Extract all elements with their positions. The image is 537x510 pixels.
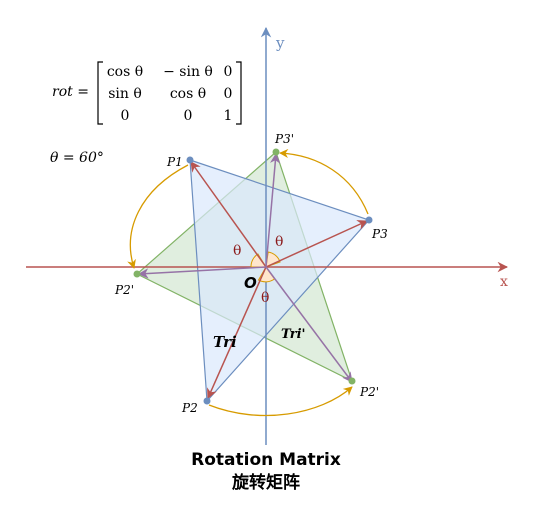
angle-wedge-2 <box>265 251 281 268</box>
matrix-left-bracket <box>97 61 103 125</box>
label-p1: P1 <box>166 155 183 169</box>
point-p2-rotated <box>348 377 356 385</box>
vector-p2-rotated <box>265 266 353 383</box>
label-p3-rotated: P3' <box>274 132 294 146</box>
vector-p2 <box>207 266 267 399</box>
rotation-arc-p3 <box>279 148 369 215</box>
vector-p3-rotated <box>265 152 281 268</box>
angle-wedge-1 <box>250 253 267 268</box>
rotation-arc-p2 <box>208 386 353 417</box>
y-axis-label: y <box>275 34 285 52</box>
caption-title: Rotation Matrix <box>191 450 341 470</box>
origin-label: O <box>244 274 257 292</box>
x-axis-label: x <box>500 274 508 290</box>
vector-p1 <box>190 161 267 268</box>
point-p2 <box>203 397 211 405</box>
matrix-cell: 0 <box>121 108 130 124</box>
formula-lhs: rot = <box>52 84 89 100</box>
matrix-cell: sin θ <box>108 86 142 102</box>
theta-equation: θ = 60° <box>50 150 104 166</box>
matrix-cell: − sin θ <box>163 64 213 80</box>
original-triangle <box>189 159 371 403</box>
angle-label-theta: θ <box>261 290 269 306</box>
point-p1 <box>186 156 194 164</box>
label-p3: P3 <box>371 227 388 241</box>
triangle-label: Tri <box>213 333 237 351</box>
label-p2-rotated: P2' <box>359 385 379 399</box>
matrix-cell: cos θ <box>170 86 206 102</box>
angle-label-theta: θ <box>275 234 283 250</box>
vector-p1-rotated <box>137 266 267 279</box>
angle-label-theta: θ <box>233 243 241 259</box>
matrix-cell: cos θ <box>107 64 143 80</box>
matrix-right-bracket <box>236 61 242 125</box>
rotation-arc-p1 <box>127 164 189 269</box>
label-p2: P2 <box>181 401 198 415</box>
rotated-triangle-label: Tri' <box>281 327 306 342</box>
matrix-cell: 1 <box>224 108 233 124</box>
label-p1-rotated: P2' <box>114 283 134 297</box>
point-p1-rotated <box>133 270 141 278</box>
point-p3-rotated <box>272 148 280 156</box>
caption-subtitle: 旋转矩阵 <box>231 472 300 493</box>
matrix-cell: 0 <box>224 86 233 102</box>
vector-p3 <box>265 220 368 268</box>
matrix-cell: 0 <box>184 108 193 124</box>
point-p3 <box>365 216 373 224</box>
matrix-cell: 0 <box>224 64 233 80</box>
